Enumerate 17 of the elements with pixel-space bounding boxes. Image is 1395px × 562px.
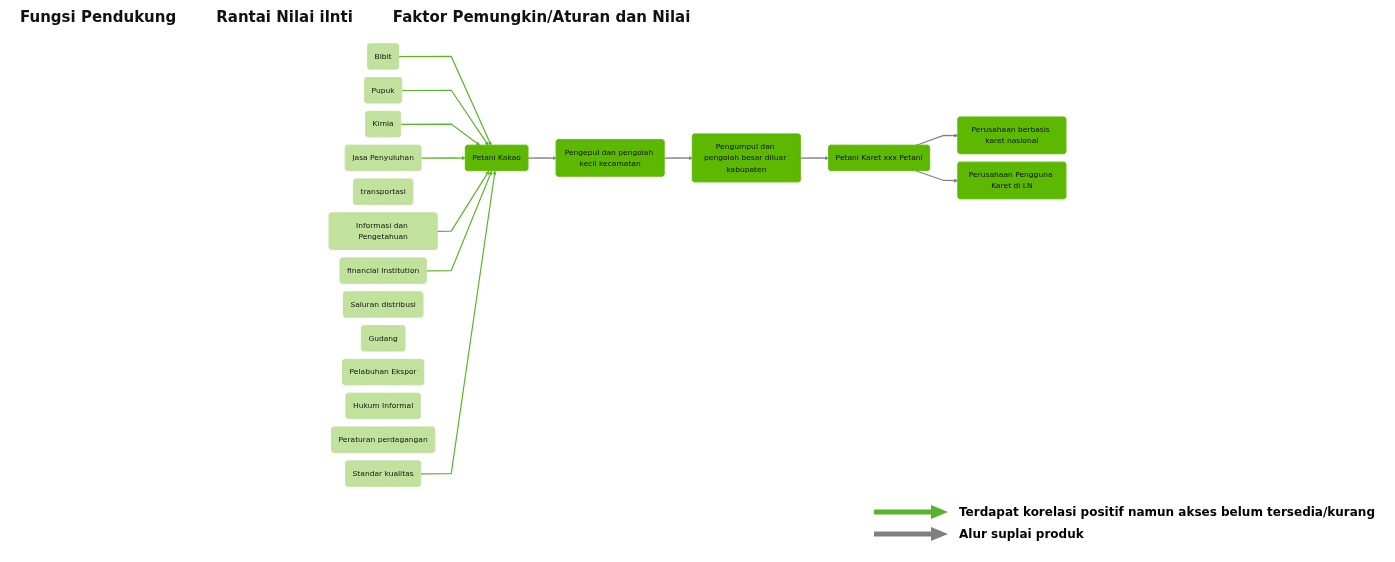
- legend-label: Terdapat korelasi positif namun akses belum tersedia/kurang: [959, 505, 1375, 519]
- arrow: [915, 133, 959, 147]
- section-heading: Rantai Nilai ilnti: [216, 8, 353, 26]
- arrow: [420, 170, 497, 475]
- arrow: [425, 170, 493, 272]
- legend-label: Alur suplai produk: [959, 527, 1084, 541]
- arrow: [800, 156, 829, 161]
- arrow: [663, 156, 693, 161]
- arrow: [915, 170, 959, 183]
- arrow: [401, 89, 489, 146]
- section-heading: Fungsi Pendukung: [20, 8, 177, 26]
- arrow: [436, 170, 490, 232]
- arrow: [398, 55, 492, 146]
- arrow: [527, 156, 557, 161]
- section-heading: Faktor Pemungkin/Aturan dan Nilai: [392, 8, 691, 26]
- arrow: [400, 123, 481, 146]
- arrow: [420, 156, 466, 161]
